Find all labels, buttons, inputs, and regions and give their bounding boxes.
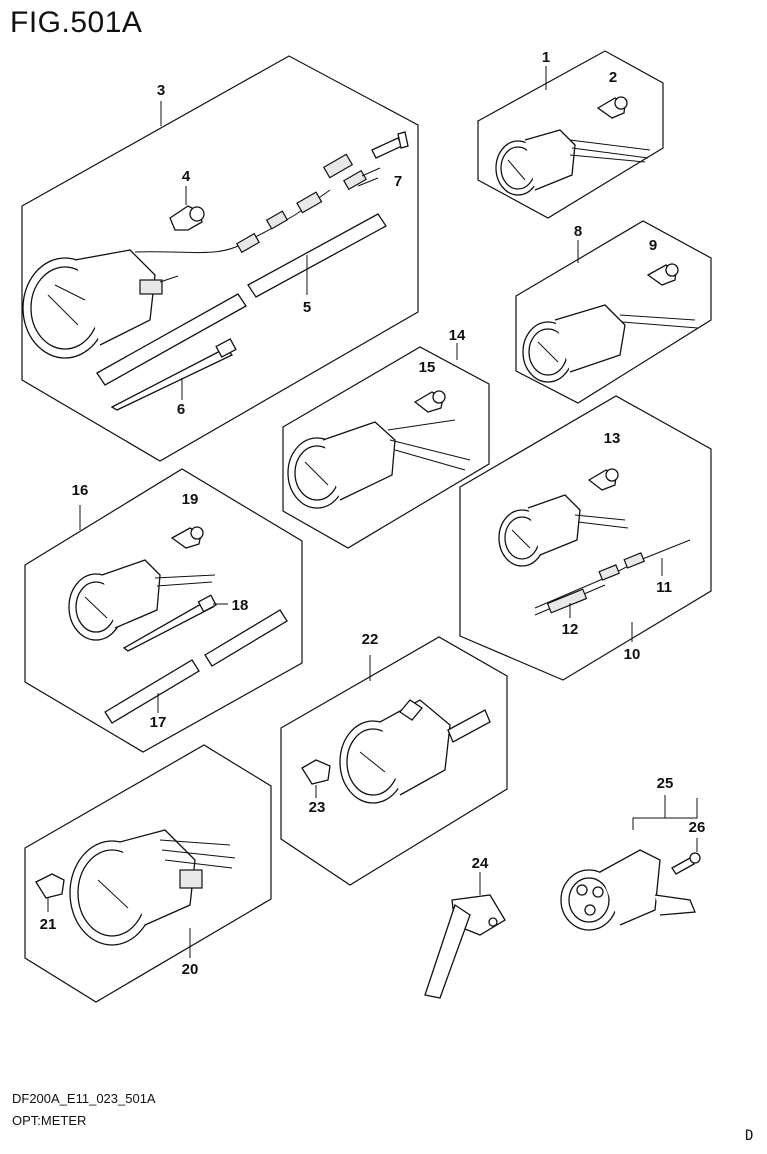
part-label-21: 21	[40, 916, 57, 933]
group-box-22	[280, 636, 508, 886]
hose-17	[104, 609, 288, 724]
meter-gauge-10	[498, 494, 629, 567]
cable-tie-18	[122, 594, 217, 652]
part-label-8: 8	[574, 223, 582, 240]
bracket-25	[560, 849, 696, 931]
screw-26	[671, 852, 701, 875]
part-label-7: 7	[394, 173, 402, 190]
meter-gauge-20	[69, 829, 236, 946]
meter-wire-harness-3	[134, 189, 331, 254]
page-mark: D	[745, 1128, 754, 1144]
hose-5	[96, 213, 387, 386]
group-box-20	[24, 744, 272, 1003]
part-label-4: 4	[182, 168, 191, 185]
part-label-18: 18	[232, 597, 249, 614]
cable-tie-6	[110, 338, 237, 411]
part-label-1: 1	[542, 49, 550, 66]
part-label-3: 3	[157, 82, 165, 99]
meter-gauge-14	[287, 419, 471, 509]
part-label-26: 26	[689, 819, 706, 836]
part-label-25: 25	[657, 775, 674, 792]
wire-harness-12	[534, 539, 691, 616]
sensor-24	[424, 894, 506, 999]
part-label-12: 12	[562, 621, 579, 638]
part-label-10: 10	[624, 646, 641, 663]
figure-title: FIG.501A	[10, 6, 143, 39]
bulb-9	[646, 263, 679, 286]
figure-caption: OPT:METER	[12, 1113, 87, 1128]
bulb-15	[413, 390, 446, 413]
group-box-14	[282, 346, 490, 549]
part-label-6: 6	[177, 401, 185, 418]
part-label-19: 19	[182, 491, 199, 508]
meter-gauge-1	[495, 129, 651, 196]
part-label-13: 13	[604, 430, 621, 447]
meter-gauge-22	[339, 699, 491, 804]
part-label-16: 16	[72, 482, 89, 499]
part-label-14: 14	[449, 327, 466, 344]
part-label-15: 15	[419, 359, 436, 376]
part-label-2: 2	[609, 69, 617, 86]
group-box-1	[477, 50, 664, 219]
group-box-10	[459, 395, 712, 681]
part-label-20: 20	[182, 961, 199, 978]
group-box-3	[21, 55, 419, 462]
connector-7	[371, 131, 409, 159]
drawing-code: DF200A_E11_023_501A	[12, 1091, 156, 1106]
group-box-16	[24, 468, 303, 753]
part-label-24: 24	[472, 855, 489, 872]
meter-gauge-16	[68, 559, 216, 641]
bulb-19	[170, 526, 204, 549]
bulb-23	[301, 759, 331, 785]
part-label-11: 11	[656, 579, 672, 596]
bulb-2	[596, 96, 628, 119]
part-label-5: 5	[303, 299, 311, 316]
meter-gauge-8	[522, 304, 699, 383]
bulb-21	[35, 873, 65, 899]
part-label-17: 17	[150, 714, 167, 731]
meter-gauge-3	[22, 249, 179, 359]
part-label-22: 22	[362, 631, 379, 648]
group-box-8	[515, 220, 712, 404]
part-label-23: 23	[309, 799, 326, 816]
bulb-13	[587, 468, 619, 491]
bulb-4	[169, 205, 205, 231]
part-label-9: 9	[649, 237, 657, 254]
